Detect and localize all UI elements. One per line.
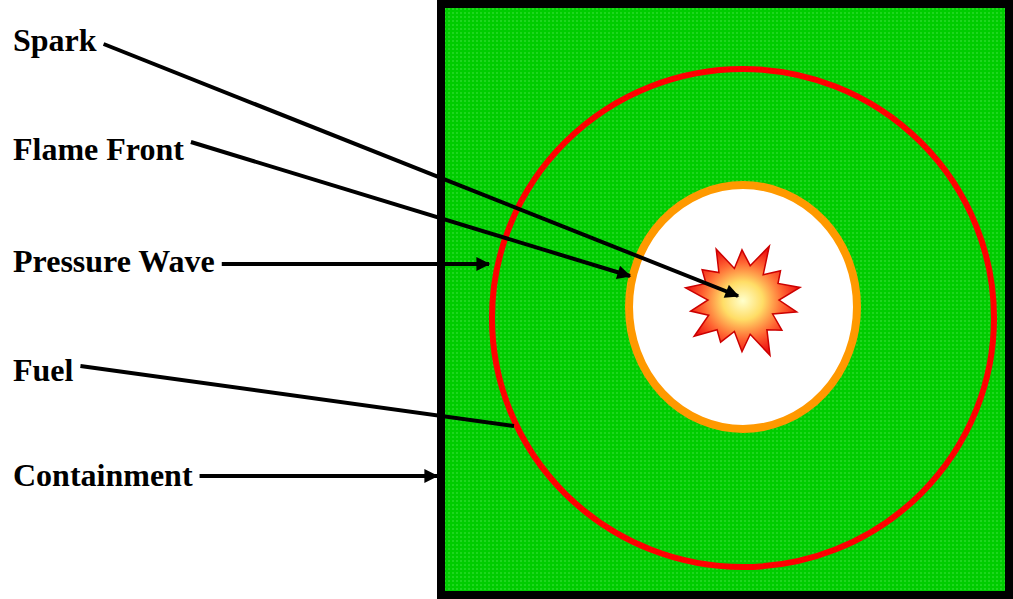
spark-star [686, 246, 800, 355]
pressure-wave-ring [492, 69, 994, 567]
part-label: Fuel [13, 354, 73, 386]
part-label: Containment [13, 459, 193, 491]
leader-line [200, 474, 437, 478]
leader-line [222, 262, 489, 266]
flame-front-ring [629, 185, 857, 429]
part-label: Flame Front [13, 133, 184, 165]
part-label: Spark [13, 24, 97, 56]
leader-line [80, 366, 514, 426]
leader-line [191, 142, 630, 276]
part-label: Pressure Wave [13, 245, 215, 277]
containment-box [441, 4, 1009, 595]
